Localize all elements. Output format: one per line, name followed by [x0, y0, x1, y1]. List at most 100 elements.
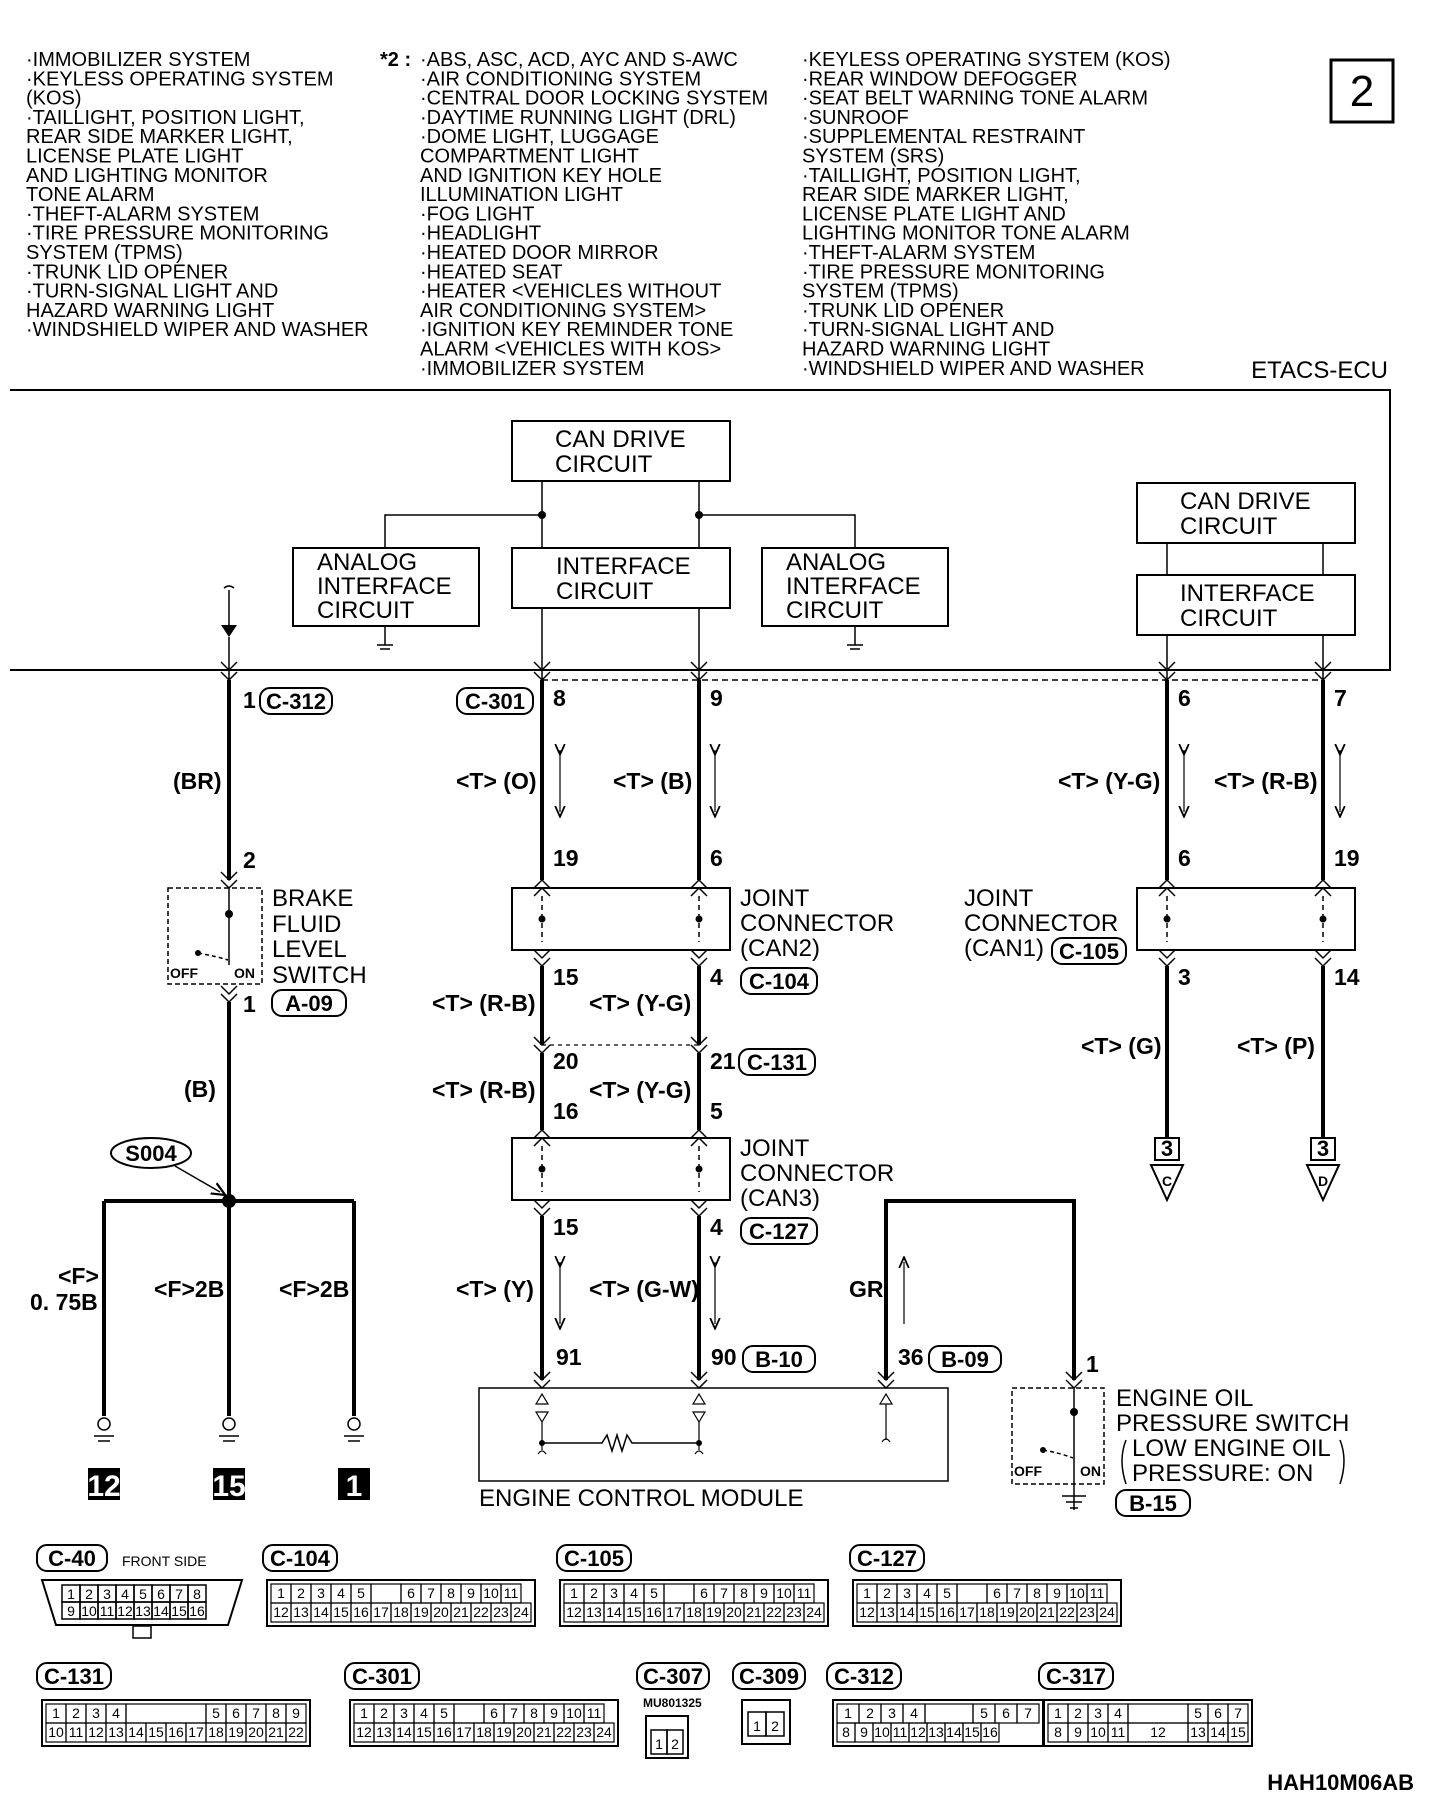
- svg-text:D: D: [1318, 1173, 1328, 1189]
- pin-label: 4: [420, 1705, 428, 1721]
- svg-text:12: 12: [87, 1470, 120, 1503]
- pin-label: 8: [1054, 1724, 1062, 1740]
- col3-line: ·TRUNK LID OPENER: [802, 300, 1004, 322]
- pin-label: 9: [550, 1705, 558, 1721]
- pin-label: 17: [666, 1604, 682, 1620]
- connector-c127: C-127: [749, 1219, 809, 1244]
- oil-switch-l4: PRESSURE: ON: [1132, 1460, 1313, 1487]
- can3-l3: (CAN3): [740, 1185, 820, 1212]
- col3-line: ·WINDSHIELD WIPER AND WASHER: [802, 358, 1145, 380]
- pin-label: 3: [888, 1705, 896, 1721]
- pin-label: 7: [252, 1705, 260, 1721]
- pin-can1-19: 19: [1334, 845, 1360, 871]
- system-list-col1: ·IMMOBILIZER SYSTEM·KEYLESS OPERATING SY…: [26, 49, 369, 341]
- face-c40-label: C-40: [48, 1546, 96, 1571]
- svg-text:2: 2: [771, 1718, 779, 1734]
- can2-l1: JOINT: [740, 885, 810, 912]
- pin-label: 6: [1002, 1705, 1010, 1721]
- pin-label: 4: [121, 1586, 129, 1602]
- pin-label: 9: [292, 1705, 300, 1721]
- pin-c301-6: 6: [1178, 685, 1191, 711]
- col3-line: ·TIRE PRESSURE MONITORING: [802, 261, 1105, 283]
- face-label: C-127: [857, 1546, 917, 1571]
- pin-label: 4: [923, 1585, 931, 1601]
- pin-label: 14: [153, 1603, 169, 1619]
- pin-label: 7: [720, 1585, 728, 1601]
- pin-label: 6: [232, 1705, 240, 1721]
- pin-label: 2: [883, 1585, 891, 1601]
- connector-c301: C-301: [465, 689, 525, 714]
- face-c40: [40, 1579, 244, 1626]
- svg-text:3: 3: [1317, 1136, 1329, 1161]
- pin-label: 9: [860, 1724, 868, 1740]
- pin-label: 8: [447, 1585, 455, 1601]
- pin-label: 6: [700, 1585, 708, 1601]
- pin-label: 10: [483, 1585, 499, 1601]
- pin-can2-15: 15: [553, 964, 579, 990]
- pin-label: 12: [117, 1603, 133, 1619]
- pin-label: 14: [606, 1604, 622, 1620]
- pin-label: 6: [157, 1586, 165, 1602]
- pin-label: 13: [879, 1604, 895, 1620]
- pin-label: 13: [135, 1603, 151, 1619]
- wire-t-yg-2: <T> (Y-G): [589, 1077, 691, 1103]
- wire-t-o: <T> (O): [456, 768, 537, 794]
- pin-label: 8: [193, 1586, 201, 1602]
- face-c309: [741, 1699, 791, 1745]
- oil-switch-l1: ENGINE OIL: [1116, 1385, 1253, 1412]
- svg-text:1: 1: [346, 1470, 363, 1503]
- oil-switch-l2: PRESSURE SWITCH: [1116, 1410, 1349, 1437]
- col3-line: SYSTEM (TPMS): [802, 281, 959, 303]
- brake-switch-l1: BRAKE: [272, 885, 353, 912]
- pin-label: 6: [993, 1585, 1001, 1601]
- pin-label: 24: [513, 1604, 529, 1620]
- pin-label: 18: [208, 1724, 224, 1740]
- oil-switch-on: ON: [1080, 1463, 1101, 1479]
- pin-label: 12: [88, 1724, 104, 1740]
- wire-b: (B): [184, 1076, 216, 1102]
- can-drive-circuit-right: [1136, 482, 1356, 544]
- col1-line: AND LIGHTING MONITOR: [26, 165, 268, 187]
- can3-l2: CONNECTOR: [740, 1160, 894, 1187]
- pin-label: 2: [1074, 1705, 1082, 1721]
- pin-label: 5: [943, 1585, 951, 1601]
- wire-t-p: <T> (P): [1237, 1033, 1315, 1059]
- pin-label: 12: [566, 1604, 582, 1620]
- can-drive-left-l2: CIRCUIT: [555, 451, 653, 478]
- pin-label: 7: [1013, 1585, 1021, 1601]
- col2-line: ·FOG LIGHT: [420, 203, 534, 225]
- col3-line: REAR SIDE MARKER LIGHT,: [802, 184, 1069, 206]
- can-drive-circuit-left: [511, 420, 731, 482]
- pin-label: 7: [510, 1705, 518, 1721]
- pin-label: 4: [1114, 1705, 1122, 1721]
- col3-line: ·REAR WINDOW DEFOGGER: [802, 68, 1078, 90]
- connector-c131: C-131: [747, 1050, 807, 1075]
- wire-t-b: <T> (B): [613, 768, 692, 794]
- pin-label: 19: [706, 1604, 722, 1620]
- col1-line: ·IMMOBILIZER SYSTEM: [26, 49, 250, 71]
- pin-label: 19: [228, 1724, 244, 1740]
- col1-line: TONE ALARM: [26, 184, 155, 206]
- pin-label: 1: [570, 1585, 578, 1601]
- col2-line: ·DOME LIGHT, LUGGAGE: [420, 126, 659, 148]
- interface-circuit-right: [1136, 574, 1356, 636]
- face-label: C-301: [352, 1664, 412, 1689]
- pin-label: 1: [67, 1586, 75, 1602]
- pin-label: 13: [586, 1604, 602, 1620]
- col3-line: LIGHTING MONITOR TONE ALARM: [802, 223, 1130, 245]
- pin-label: 24: [596, 1724, 612, 1740]
- pin-label: 23: [576, 1724, 592, 1740]
- system-list-col2: ·ABS, ASC, ACD, AYC AND S-AWC·AIR CONDIT…: [420, 49, 768, 380]
- pin-label: 20: [248, 1724, 264, 1740]
- joint-connector-can2: [511, 887, 731, 951]
- face-label: C-104: [270, 1546, 331, 1571]
- analog-left-l1: ANALOG: [317, 549, 417, 576]
- col2-line: COMPARTMENT LIGHT: [420, 146, 639, 168]
- col1-line: ·THEFT-ALARM SYSTEM: [26, 203, 259, 225]
- pin-label: 8: [842, 1724, 850, 1740]
- pin-c301-9: 9: [710, 685, 723, 711]
- pin-c131-5: 5: [710, 1098, 723, 1124]
- ecu-title: ETACS-ECU: [1251, 357, 1388, 384]
- pin-label: 3: [903, 1585, 911, 1601]
- pin-label: 10: [81, 1603, 97, 1619]
